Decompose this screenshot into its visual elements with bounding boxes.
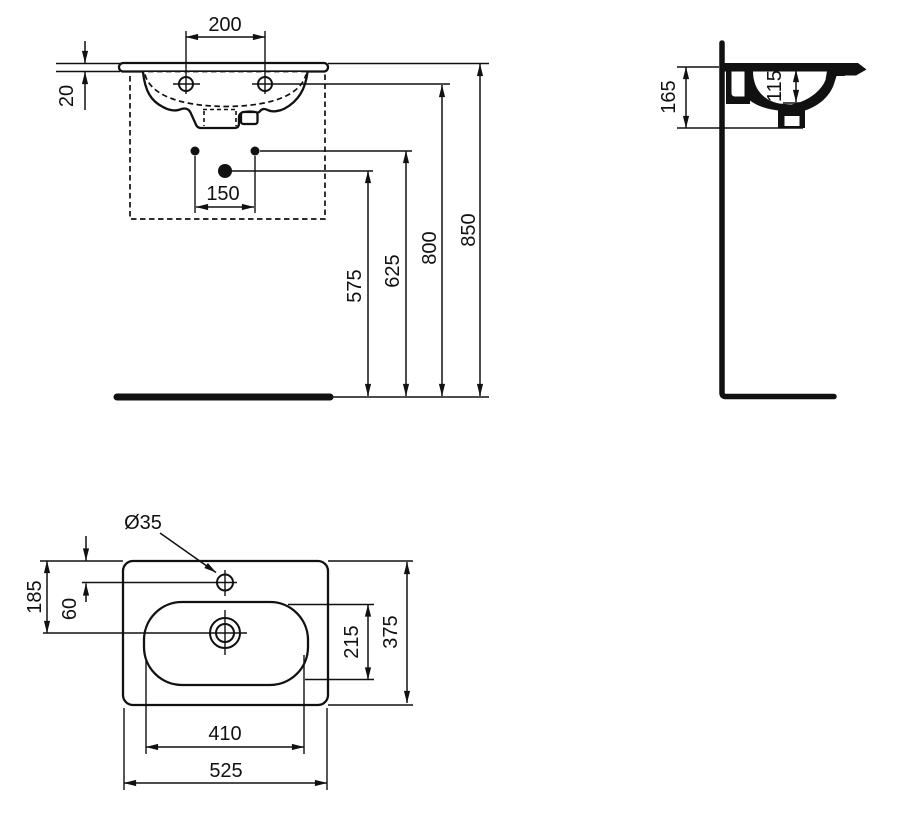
plan-extension-lines [40, 560, 413, 790]
front-bowl-outline [141, 71, 309, 130]
side-rim-section [724, 63, 867, 76]
front-view: 200 20 150 575 625 800 850 [56, 14, 489, 401]
fixing-hole-left-dot [190, 146, 200, 156]
dim-label-rim-height: 850 [458, 213, 480, 246]
dim-label-tap-spacing: 200 [208, 14, 241, 36]
fixing-hole-right-dot [250, 146, 260, 156]
dim-label-tap-height: 800 [419, 231, 441, 264]
dim-label-tap-diameter: Ø35 [124, 512, 162, 534]
dim-label-outlet-offset: 185 [24, 580, 46, 613]
front-extension-lines [56, 31, 489, 398]
plan-tap-hole [216, 573, 234, 592]
side-dimension-lines [682, 66, 800, 129]
dim-label-front-height: 165 [658, 80, 680, 113]
dim-label-fixing-spacing: 150 [206, 183, 239, 205]
plan-dimension-lines [43, 532, 411, 787]
dim-label-bowl-width: 410 [208, 723, 241, 745]
side-view: 165 115 [658, 40, 867, 400]
plan-view: Ø35 185 60 215 375 410 525 [24, 512, 413, 790]
dim-label-bowl-length: 215 [341, 625, 363, 658]
dim-label-rim-thickness: 20 [56, 85, 78, 107]
front-overflow-detail [239, 110, 259, 126]
dim-label-overall-depth: 375 [380, 615, 402, 648]
plan-bowl-oval [142, 600, 310, 687]
plan-drain-inner [215, 623, 235, 643]
front-tap-hole-left [178, 76, 194, 92]
front-dimension-lines [81, 33, 484, 397]
dim-label-bowl-depth: 115 [764, 70, 786, 102]
dim-label-overall-width: 525 [209, 760, 242, 782]
dim-label-tap-offset: 60 [59, 598, 81, 620]
front-drain-hidden-lines [203, 108, 237, 126]
dim-label-outlet-height: 575 [344, 269, 366, 302]
front-bowl-hidden-edge [144, 74, 307, 108]
front-rim-outline [117, 61, 330, 73]
outlet-dot [218, 164, 232, 178]
dim-label-fixing-height: 625 [382, 254, 404, 287]
front-tap-hole-right [257, 76, 273, 92]
wall-and-floor-line [719, 40, 837, 400]
plan-drain-outer [209, 617, 241, 649]
